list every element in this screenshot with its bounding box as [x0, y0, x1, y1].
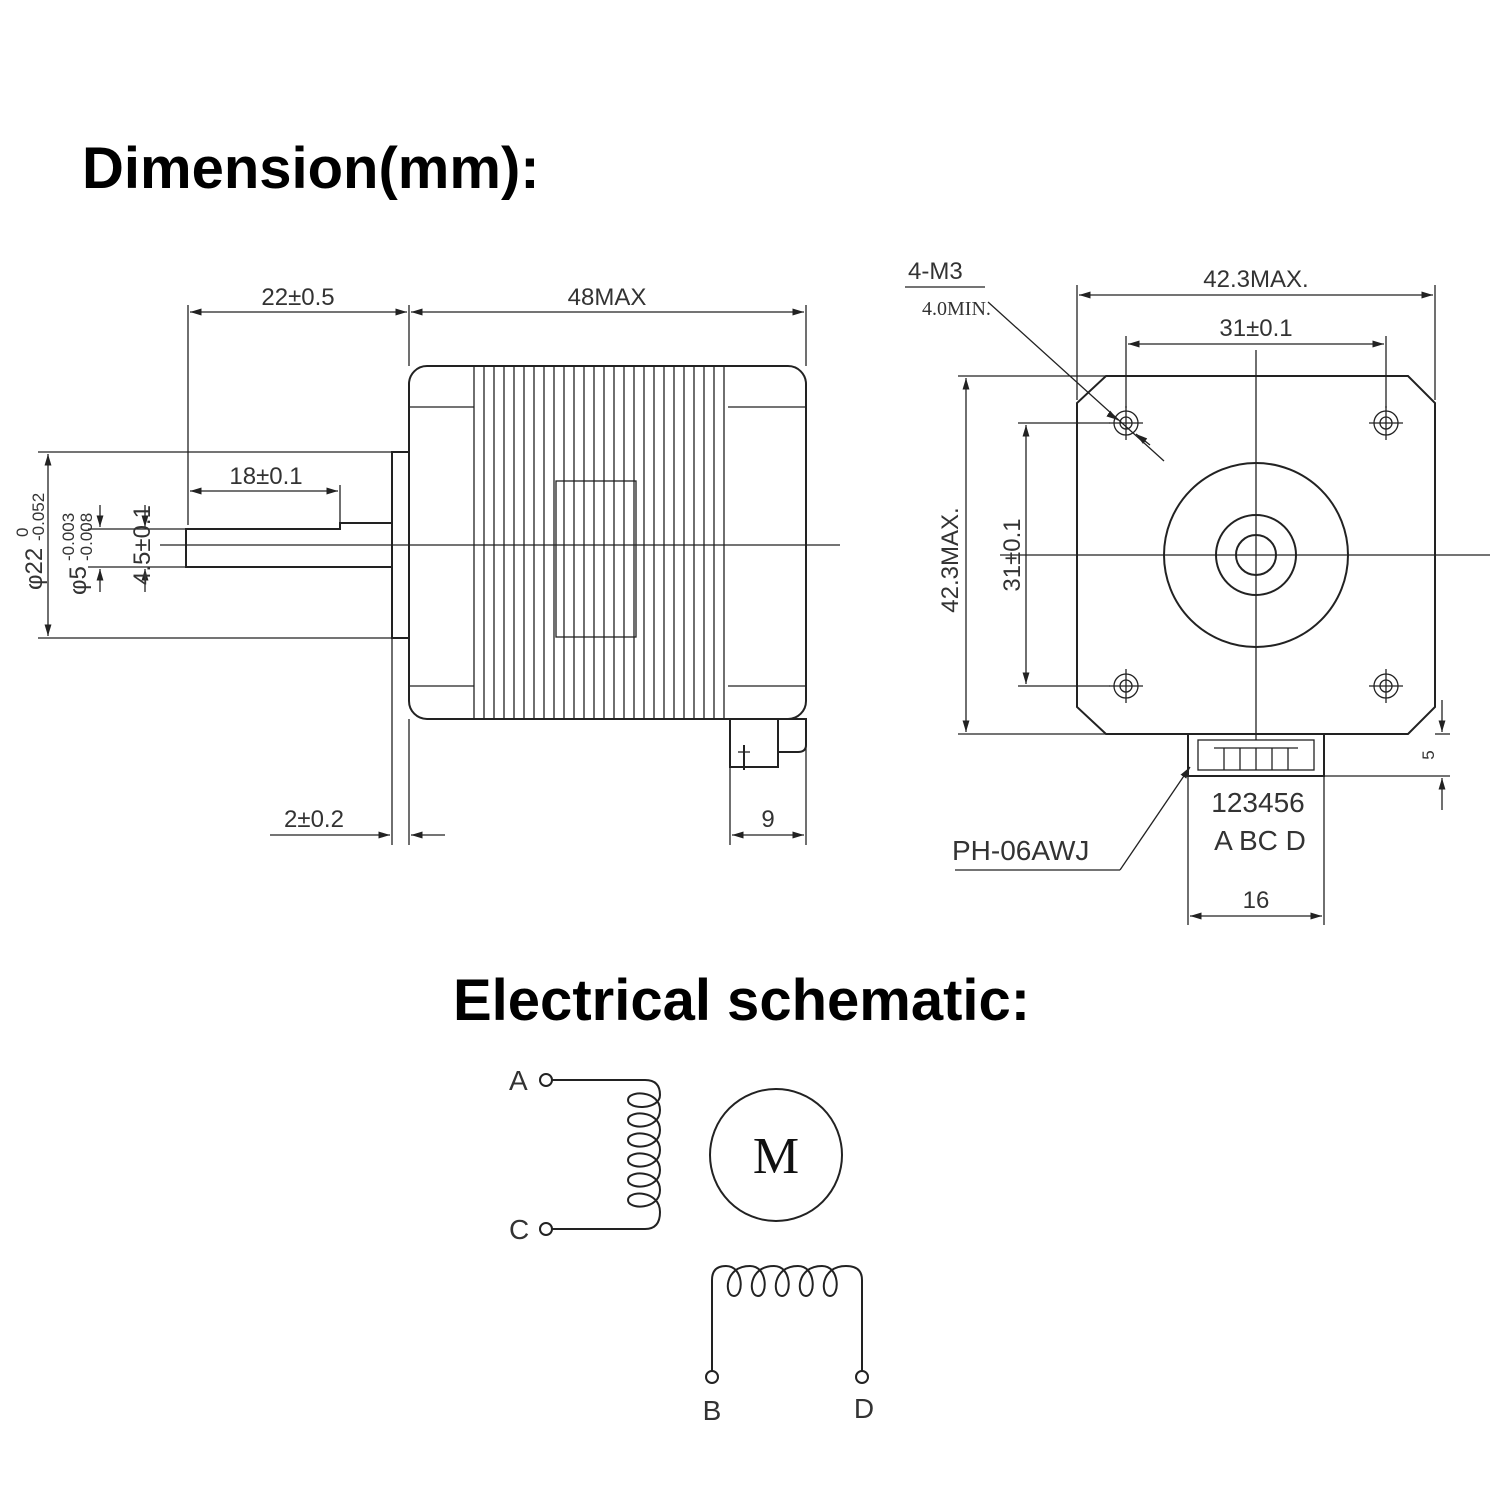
side-view: 22±0.5 48MAX 18±0.1 φ22 0 -0.052 φ5 -0.0…	[13, 284, 840, 845]
connector-offset-side-label: 9	[761, 806, 774, 833]
face-width-label: 42.3MAX.	[1203, 266, 1308, 293]
shaft-side	[185, 522, 392, 568]
motor-face-outline	[1076, 375, 1436, 735]
terminal-d-node	[855, 1370, 869, 1384]
connector-type-label: PH-06AWJ	[952, 835, 1089, 866]
screw-depth-label: 4.0MIN.	[922, 298, 991, 320]
terminal-b-label: B	[703, 1395, 722, 1426]
motor-symbol-circle	[709, 1088, 843, 1222]
terminal-a-label: A	[509, 1065, 528, 1096]
connector-side	[729, 718, 807, 770]
terminal-c-node	[539, 1222, 553, 1236]
pin-numbers-label: 123456	[1211, 787, 1304, 818]
flat-depth-label: 4.5±0.1	[129, 505, 156, 585]
motor-body-side	[408, 365, 807, 720]
screw-thread-label: 4-M3	[908, 258, 963, 285]
hole-spacing-v-label: 31±0.1	[999, 518, 1026, 591]
cooling-fins	[473, 366, 725, 719]
motor-symbol-label: M	[753, 1128, 799, 1185]
boss-diameter-main: φ22	[21, 548, 48, 590]
terminal-d-label: D	[854, 1393, 874, 1424]
boss-tolerance-upper: 0	[13, 528, 32, 537]
connector-front	[1187, 733, 1325, 777]
terminal-a-node	[539, 1073, 553, 1087]
front-view: 4-M3 4.0MIN. 42.3MAX. 31±0.1 42.3MAX. 31…	[905, 258, 1490, 925]
shaft-length-label: 22±0.5	[261, 284, 334, 311]
terminal-b-node	[705, 1370, 719, 1384]
shaft-diameter-main: φ5	[65, 566, 92, 595]
electrical-schematic: A C M B D	[509, 1065, 874, 1426]
face-height-label: 42.3MAX.	[937, 507, 964, 612]
boss-height-label: 2±0.2	[284, 806, 344, 833]
shaft-tolerance-lower: -0.008	[77, 513, 96, 561]
body-length-label: 48MAX	[568, 284, 647, 311]
dimension-title: Dimension(mm):	[82, 136, 540, 201]
boss-tolerance-lower: -0.052	[29, 493, 48, 541]
pin-letters-label: A BC D	[1214, 825, 1306, 856]
shaft-diameter-label: φ5 -0.003 -0.008	[59, 513, 96, 595]
shaft-tolerance-upper: -0.003	[59, 513, 78, 561]
terminal-c-label: C	[509, 1214, 529, 1245]
flat-length-label: 18±0.1	[229, 463, 302, 490]
connector-width-label: 16	[1243, 887, 1270, 914]
electrical-schematic-title: Electrical schematic:	[453, 968, 1031, 1033]
hole-spacing-h-label: 31±0.1	[1219, 315, 1292, 342]
mounting-holes	[1109, 406, 1403, 703]
coil-bd	[711, 1264, 863, 1371]
coil-ac	[552, 1079, 662, 1230]
boss-diameter-label: φ22 0 -0.052	[13, 493, 48, 590]
connector-offset-front-label: 5	[1419, 750, 1438, 759]
